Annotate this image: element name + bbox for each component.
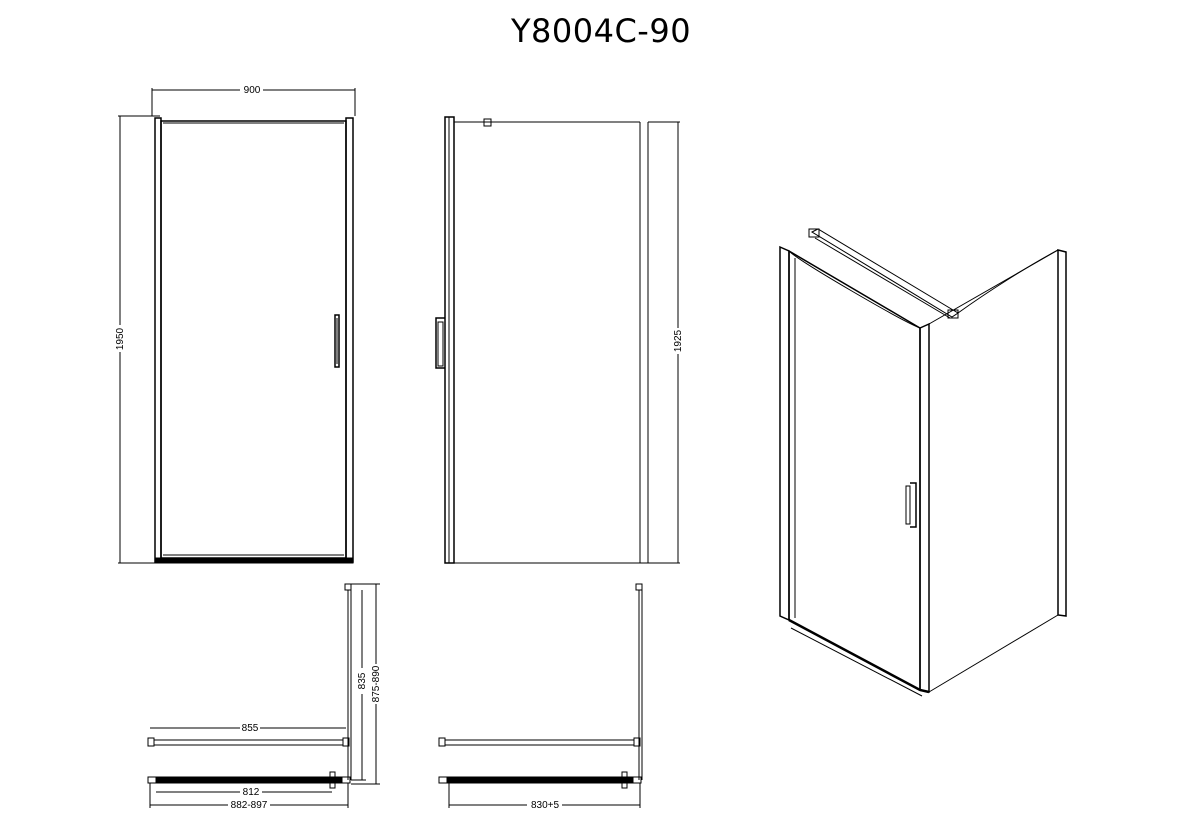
dim-front-height: 1950 [115,327,126,350]
dim-plan-side-outer: 875-890 [371,665,382,702]
dim-plan-side-inner: 835 [357,672,368,689]
plan-view-1 [147,583,380,808]
dim-front-width: 900 [244,85,261,96]
dim-plan-fixed-panel: 855 [242,723,259,734]
dim-plan-door-inner: 812 [243,787,260,798]
drawing-title: Y8004C-90 [510,12,692,50]
isometric-view [779,228,1067,697]
dim-plan-door-outer: 882-897 [231,800,268,811]
dim-plan2-door: 830+5 [531,800,560,811]
front-elevation [118,88,356,564]
plan-view-2 [438,583,643,808]
dim-side-height: 1925 [673,329,684,352]
side-elevation [435,116,680,564]
